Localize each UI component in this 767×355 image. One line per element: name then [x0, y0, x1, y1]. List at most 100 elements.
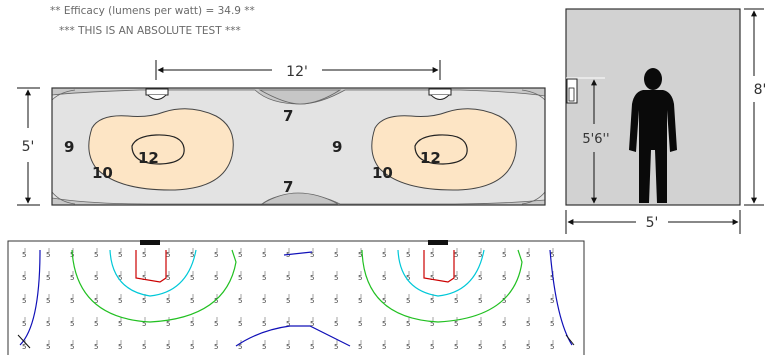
- grid-point-value: 5: [382, 274, 386, 282]
- grid-point-value: 5: [358, 297, 362, 305]
- person-silhouette-icon: [629, 68, 677, 203]
- grid-point-value: 5: [334, 320, 338, 328]
- grid-point-value: 5: [550, 274, 554, 282]
- grid-point-value: 5: [94, 320, 98, 328]
- zone-12-right: [414, 134, 468, 165]
- contour-label: 7: [283, 107, 293, 125]
- grid-point-value: 5: [526, 297, 530, 305]
- grid-point-value: 5: [406, 297, 410, 305]
- grid-point-value: 5: [454, 251, 458, 259]
- grid-point-value: 5: [382, 320, 386, 328]
- grid-point-value: 5: [430, 297, 434, 305]
- grid-point-value: 5: [382, 251, 386, 259]
- grid-point-value: 5: [22, 343, 26, 351]
- grid-point-value: 5: [94, 251, 98, 259]
- grid-point-value: 5: [262, 274, 266, 282]
- grid-point-value: 5: [526, 343, 530, 351]
- grid-point-value: 5: [310, 274, 314, 282]
- grid-point-value: 5: [94, 297, 98, 305]
- contour-label: 7: [283, 178, 293, 196]
- grid-point-value: 5: [22, 274, 26, 282]
- grid-point-value: 5: [118, 274, 122, 282]
- wall-fixture-icon: [566, 77, 605, 104]
- isoline-blue: [549, 249, 573, 346]
- grid-point-value: 5: [190, 343, 194, 351]
- zone-10-left: [88, 108, 234, 191]
- grid-point-value: 5: [406, 320, 410, 328]
- grid-point-value: 5: [166, 274, 170, 282]
- grid-point-value: 5: [214, 274, 218, 282]
- grid-point-value: 5: [46, 320, 50, 328]
- grid-point-value: 5: [22, 297, 26, 305]
- grid-point-value: 5: [310, 251, 314, 259]
- fixture-icon-right: [428, 88, 452, 100]
- grid-point-value: 5: [238, 320, 242, 328]
- grid-point-value: 5: [142, 297, 146, 305]
- grid-point-value: 5: [118, 343, 122, 351]
- fixture-icon-left: [145, 88, 169, 100]
- isoline-cyan: [109, 249, 197, 297]
- grid-point-value: 5: [550, 297, 554, 305]
- grid-point-value: 5: [502, 320, 506, 328]
- grid-fixture-right: [428, 240, 448, 245]
- isoline-green: [361, 249, 523, 323]
- isoline-red: [423, 250, 455, 283]
- isoline-red: [135, 250, 167, 283]
- contour-label: 10: [372, 164, 393, 182]
- grid-point-value: 5: [382, 297, 386, 305]
- grid-point-value: 5: [118, 251, 122, 259]
- elevation-view: 5'6'' 8' 5': [565, 8, 766, 234]
- grid-point-value: 5: [70, 297, 74, 305]
- grid-point-value: 5: [286, 274, 290, 282]
- grid-point-value: 5: [46, 251, 50, 259]
- grid-point-value: 5: [358, 320, 362, 328]
- grid-point-value: 5: [430, 251, 434, 259]
- grid-point-value: 5: [70, 274, 74, 282]
- grid-point-value: 5: [478, 320, 482, 328]
- grid-point-value: 5: [358, 274, 362, 282]
- contour-label: 10: [92, 164, 113, 182]
- grid-point-value: 5: [118, 320, 122, 328]
- grid-point-value: 5: [262, 343, 266, 351]
- grid-point-value: 5: [526, 320, 530, 328]
- isoline-green: [71, 249, 237, 323]
- grid-point-value: 5: [190, 251, 194, 259]
- grid-point-value: 5: [310, 320, 314, 328]
- grid-point-value: 5: [430, 274, 434, 282]
- elevation-width-label: 5': [646, 215, 659, 231]
- plan-view: 7 9 10 12 9 10 12 7 12' 5': [17, 60, 546, 206]
- grid-point-value: 5: [262, 320, 266, 328]
- grid-point-value: 5: [502, 297, 506, 305]
- grid-point-value: 5: [358, 251, 362, 259]
- grid-point-value: 5: [166, 343, 170, 351]
- grid-point-value: 5: [478, 343, 482, 351]
- grid-point-value: 5: [502, 274, 506, 282]
- grid-point-value: 5: [94, 343, 98, 351]
- grid-point-value: 5: [286, 343, 290, 351]
- grid-point-value: 5: [310, 343, 314, 351]
- zone-12-left: [131, 134, 185, 165]
- grid-point-value: 5: [166, 320, 170, 328]
- grid-point-value: 5: [262, 297, 266, 305]
- grid-point-value: 5: [526, 274, 530, 282]
- grid-point-value: 5: [334, 251, 338, 259]
- isoline-blue: [235, 325, 351, 347]
- grid-point-value: 5: [478, 297, 482, 305]
- zone-10-right: [371, 108, 517, 191]
- plan-width-label: 12': [286, 64, 308, 80]
- plan-width-dimension: 12': [155, 60, 441, 80]
- grid-point-value: 5: [166, 297, 170, 305]
- grid-point-value: 5: [550, 320, 554, 328]
- contour-label: 12: [138, 149, 159, 167]
- efficacy-note: ** Efficacy (lumens per watt) = 34.9 **: [50, 5, 255, 17]
- grid-point-value: 5: [166, 251, 170, 259]
- grid-point-value: 5: [94, 274, 98, 282]
- grid-point-value: 5: [406, 251, 410, 259]
- grid-point-value: 5: [286, 297, 290, 305]
- grid-point-value: 5: [454, 343, 458, 351]
- grid-point-value: 5: [238, 343, 242, 351]
- grid-point-value: 5: [214, 297, 218, 305]
- grid-point-value: 5: [70, 320, 74, 328]
- grid-point-value: 5: [334, 343, 338, 351]
- grid-point-value: 5: [22, 320, 26, 328]
